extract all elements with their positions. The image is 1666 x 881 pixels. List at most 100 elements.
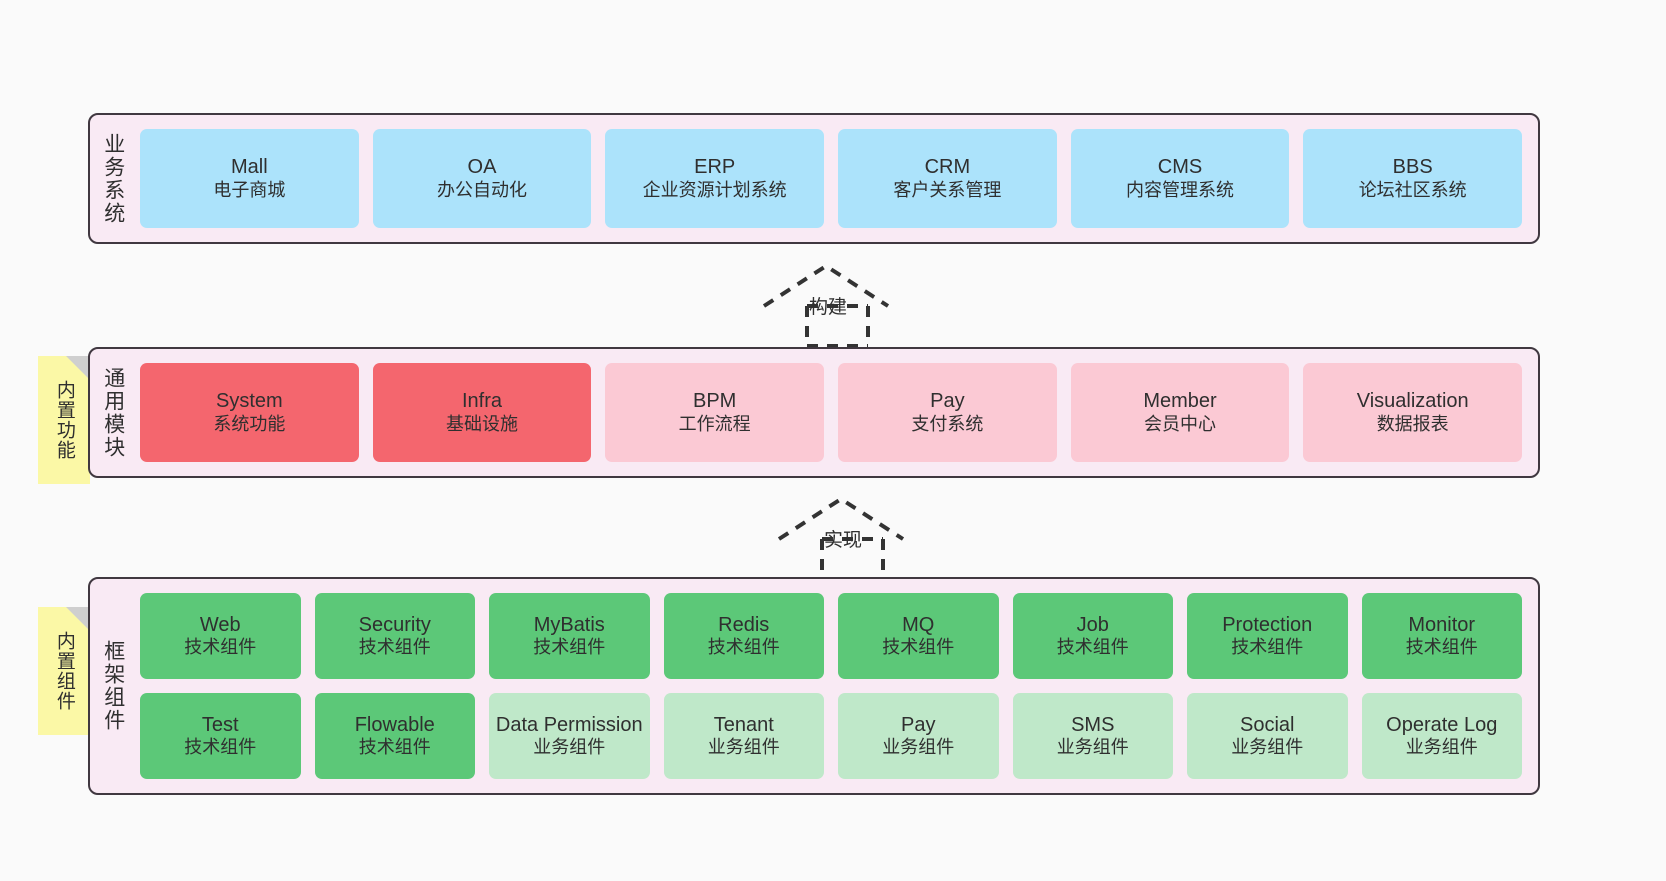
node-title: CRM — [924, 156, 971, 179]
node-title: Redis — [718, 613, 770, 636]
node-subtitle: 技术组件 — [358, 637, 431, 658]
node-operate-log[interactable]: Operate Log 业务组件 — [1361, 693, 1522, 779]
node-social[interactable]: Social 业务组件 — [1187, 693, 1348, 779]
node-title: Tenant — [713, 713, 774, 736]
node-visualization[interactable]: Visualization 数据报表 — [1303, 363, 1523, 462]
node-subtitle: 会员中心 — [1144, 413, 1217, 434]
node-subtitle: 客户关系管理 — [893, 179, 1002, 200]
node-subtitle: 技术组件 — [358, 737, 431, 758]
layer-body-business-systems: Mall 电子商城 OA 办公自动化 ERP 企业资源计划系统 CRM 客户关系… — [136, 115, 1538, 242]
node-title: Visualization — [1356, 390, 1469, 413]
node-monitor[interactable]: Monitor 技术组件 — [1361, 593, 1522, 679]
connector-label-build: 构建 — [809, 297, 848, 318]
node-subtitle: 技术组件 — [1231, 637, 1304, 658]
node-subtitle: 数据报表 — [1376, 413, 1449, 434]
node-title: Security — [358, 613, 431, 636]
node-web[interactable]: Web 技术组件 — [140, 593, 301, 679]
node-title: Test — [201, 713, 239, 736]
node-oa[interactable]: OA 办公自动化 — [372, 129, 592, 228]
node-member[interactable]: Member 会员中心 — [1070, 363, 1290, 462]
node-crm[interactable]: CRM 客户关系管理 — [838, 129, 1057, 228]
node-title: Operate Log — [1386, 713, 1498, 736]
arrowhead-open-triangle — [762, 263, 890, 308]
node-subtitle: 办公自动化 — [437, 179, 527, 200]
node-title: Mall — [231, 156, 268, 179]
node-subtitle: 技术组件 — [1056, 637, 1129, 658]
node-subtitle: 业务组件 — [533, 737, 606, 758]
node-title: Flowable — [354, 713, 435, 736]
node-subtitle: 业务组件 — [882, 737, 955, 758]
node-title: Monitor — [1408, 613, 1476, 636]
node-subtitle: 业务组件 — [1056, 737, 1129, 758]
note-builtin-function: 内置功能 — [38, 356, 90, 484]
node-title: BPM — [693, 390, 737, 413]
node-title: Pay — [930, 390, 965, 413]
layer-body-framework-components: Web 技术组件 Security 技术组件 MyBatis 技术组件 Redi… — [136, 579, 1538, 793]
node-title: Infra — [461, 390, 503, 413]
node-subtitle: 技术组件 — [184, 637, 257, 658]
connector-label-implement: 实现 — [824, 530, 863, 551]
module-node-row: System 系统功能 Infra 基础设施 BPM 工作流程 Pay 支付系统… — [140, 363, 1523, 462]
node-subtitle: 工作流程 — [678, 413, 751, 434]
node-redis[interactable]: Redis 技术组件 — [663, 593, 824, 679]
node-sms[interactable]: SMS 业务组件 — [1012, 693, 1173, 779]
node-title: Social — [1240, 713, 1295, 736]
node-title: Job — [1076, 613, 1109, 636]
node-subtitle: 论坛社区系统 — [1358, 179, 1467, 200]
node-title: SMS — [1071, 713, 1115, 736]
layer-body-common-modules: System 系统功能 Infra 基础设施 BPM 工作流程 Pay 支付系统… — [136, 349, 1538, 476]
node-mq[interactable]: MQ 技术组件 — [838, 593, 999, 679]
node-flowable[interactable]: Flowable 技术组件 — [314, 693, 475, 779]
node-subtitle: 基础设施 — [446, 413, 518, 434]
node-subtitle: 技术组件 — [533, 637, 606, 658]
framework-business-row: Test 技术组件 Flowable 技术组件 Data Permission … — [140, 693, 1522, 779]
node-pay-module[interactable]: Pay 支付系统 — [838, 363, 1057, 462]
framework-tech-row: Web 技术组件 Security 技术组件 MyBatis 技术组件 Redi… — [140, 593, 1522, 679]
node-subtitle: 业务组件 — [1405, 737, 1478, 758]
node-title: CMS — [1157, 156, 1203, 179]
node-title: ERP — [694, 156, 736, 179]
node-subtitle: 企业资源计划系统 — [642, 179, 787, 200]
node-system[interactable]: System 系统功能 — [140, 363, 359, 462]
node-pay-component[interactable]: Pay 业务组件 — [838, 693, 999, 779]
node-subtitle: 业务组件 — [1231, 737, 1304, 758]
business-node-row: Mall 电子商城 OA 办公自动化 ERP 企业资源计划系统 CRM 客户关系… — [140, 129, 1523, 228]
node-bpm[interactable]: BPM 工作流程 — [605, 363, 825, 462]
node-subtitle: 技术组件 — [707, 637, 780, 658]
node-subtitle: 技术组件 — [882, 637, 955, 658]
node-cms[interactable]: CMS 内容管理系统 — [1070, 129, 1290, 228]
node-infra[interactable]: Infra 基础设施 — [372, 363, 592, 462]
node-title: Data Permission — [495, 713, 643, 736]
layer-label-common-modules: 通用模块 — [101, 366, 125, 459]
node-security[interactable]: Security 技术组件 — [314, 593, 475, 679]
node-bbs[interactable]: BBS 论坛社区系统 — [1303, 129, 1523, 228]
layer-framework-components: 框架组件 Web 技术组件 Security 技术组件 MyBatis 技术组件… — [88, 577, 1540, 795]
layer-business-systems: 业务系统 Mall 电子商城 OA 办公自动化 ERP 企业资源计划系统 CRM… — [88, 113, 1540, 244]
node-title: BBS — [1392, 156, 1433, 179]
node-subtitle: 业务组件 — [707, 737, 780, 758]
node-protection[interactable]: Protection 技术组件 — [1187, 593, 1348, 679]
node-erp[interactable]: ERP 企业资源计划系统 — [605, 129, 825, 228]
node-subtitle: 技术组件 — [184, 737, 257, 758]
node-data-permission[interactable]: Data Permission 业务组件 — [489, 693, 650, 779]
node-title: System — [215, 390, 283, 413]
arrowhead-open-triangle — [777, 496, 905, 541]
node-mall[interactable]: Mall 电子商城 — [140, 129, 359, 228]
node-subtitle: 技术组件 — [1405, 637, 1478, 658]
connector-build: 构建 — [760, 262, 910, 348]
node-job[interactable]: Job 技术组件 — [1012, 593, 1173, 679]
node-subtitle: 电子商城 — [213, 179, 286, 200]
layer-label-business-systems: 业务系统 — [101, 132, 125, 225]
node-test[interactable]: Test 技术组件 — [140, 693, 301, 779]
node-title: OA — [467, 156, 497, 179]
node-title: Protection — [1222, 613, 1313, 636]
node-title: MQ — [902, 613, 935, 636]
connector-implement: 实现 — [775, 495, 925, 581]
node-subtitle: 系统功能 — [213, 413, 286, 434]
note-label: 内置功能 — [53, 380, 75, 460]
node-title: Pay — [901, 713, 936, 736]
note-builtin-component: 内置组件 — [38, 607, 90, 735]
node-mybatis[interactable]: MyBatis 技术组件 — [489, 593, 650, 679]
node-tenant[interactable]: Tenant 业务组件 — [663, 693, 824, 779]
